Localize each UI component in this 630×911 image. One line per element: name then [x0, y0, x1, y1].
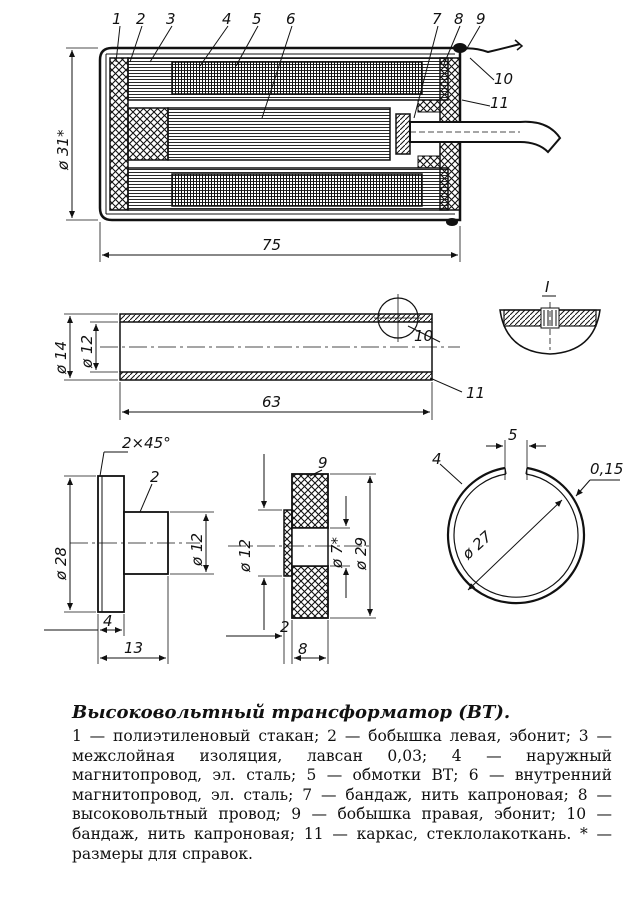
label-8: 8: [454, 10, 464, 28]
left-bobbin: [109, 57, 129, 211]
left-bobbin-view: 2×45° 2 ø 28 ø 12 4 13: [44, 434, 214, 664]
dim-w5: 5: [508, 426, 518, 444]
dim-d29: ø 29: [352, 537, 370, 571]
label-4: 4: [222, 10, 232, 28]
detail-i-view: I: [499, 278, 601, 355]
caption-body: 1 — полиэтиленовый стакан; 2 — бобышка л…: [72, 727, 612, 863]
outer-core-ring-view: 5 4 ø 27 0,15: [432, 426, 623, 605]
dim-d31: ø 31*: [54, 129, 72, 171]
label-2: 2: [136, 10, 146, 28]
inner-core: [167, 107, 391, 161]
right-bobbin-view: 9 ø 12 ø 7* ø 29 2 8: [226, 454, 376, 664]
dim-d12-tube: ø 12: [78, 335, 96, 369]
dim-chamfer: 2×45°: [122, 434, 171, 452]
dim-w8: 8: [298, 640, 308, 658]
windings-bottom: [171, 173, 423, 207]
dim-d14: ø 14: [52, 341, 70, 375]
label-5: 5: [252, 10, 262, 28]
dim-t015: 0,15: [590, 460, 623, 478]
label-9: 9: [476, 10, 486, 28]
dim-d7: ø 7*: [328, 537, 346, 569]
label-11-tube: 11: [466, 384, 485, 402]
dim-w4: 4: [103, 612, 113, 630]
label-2-bobbin: 2: [150, 468, 160, 486]
label-9-bobbin: 9: [318, 454, 328, 472]
dim-l75: 75: [262, 236, 281, 254]
label-7: 7: [432, 10, 442, 28]
outer-cup: [98, 46, 462, 222]
detail-i-label: I: [545, 278, 550, 296]
hv-wire: [409, 120, 562, 154]
label-1: 1: [112, 10, 122, 28]
dim-l63: 63: [262, 393, 281, 411]
bandage-7: [395, 113, 411, 155]
label-6: 6: [286, 10, 296, 28]
main-section-view: 1 2 3 4 5 6 7 8 9 10 11 ø 31* 75: [54, 10, 562, 262]
dim-d28: ø 28: [52, 547, 70, 581]
label-10-tube: 10: [414, 327, 433, 345]
dim-w13: 13: [124, 639, 143, 657]
label-10: 10: [494, 70, 513, 88]
frame-tube-view: 10 11 ø 14 ø 12 63: [52, 294, 485, 420]
caption-title: Высоковольтный трансформатор (ВТ).: [72, 702, 511, 723]
transformer-drawing: 1 2 3 4 5 6 7 8 9 10 11 ø 31* 75 10 11: [44, 10, 623, 664]
windings-top: [171, 61, 423, 95]
dim-d12-right: ø 12: [236, 539, 254, 573]
label-4-ring: 4: [432, 450, 442, 468]
dim-w2: 2: [280, 618, 290, 636]
dim-d27: ø 27: [458, 527, 496, 563]
dim-d12-bobbin: ø 12: [188, 533, 206, 567]
caption: Высоковольтный трансформатор (ВТ). 1 — п…: [72, 702, 612, 864]
label-3: 3: [166, 10, 176, 28]
label-11: 11: [490, 94, 509, 112]
